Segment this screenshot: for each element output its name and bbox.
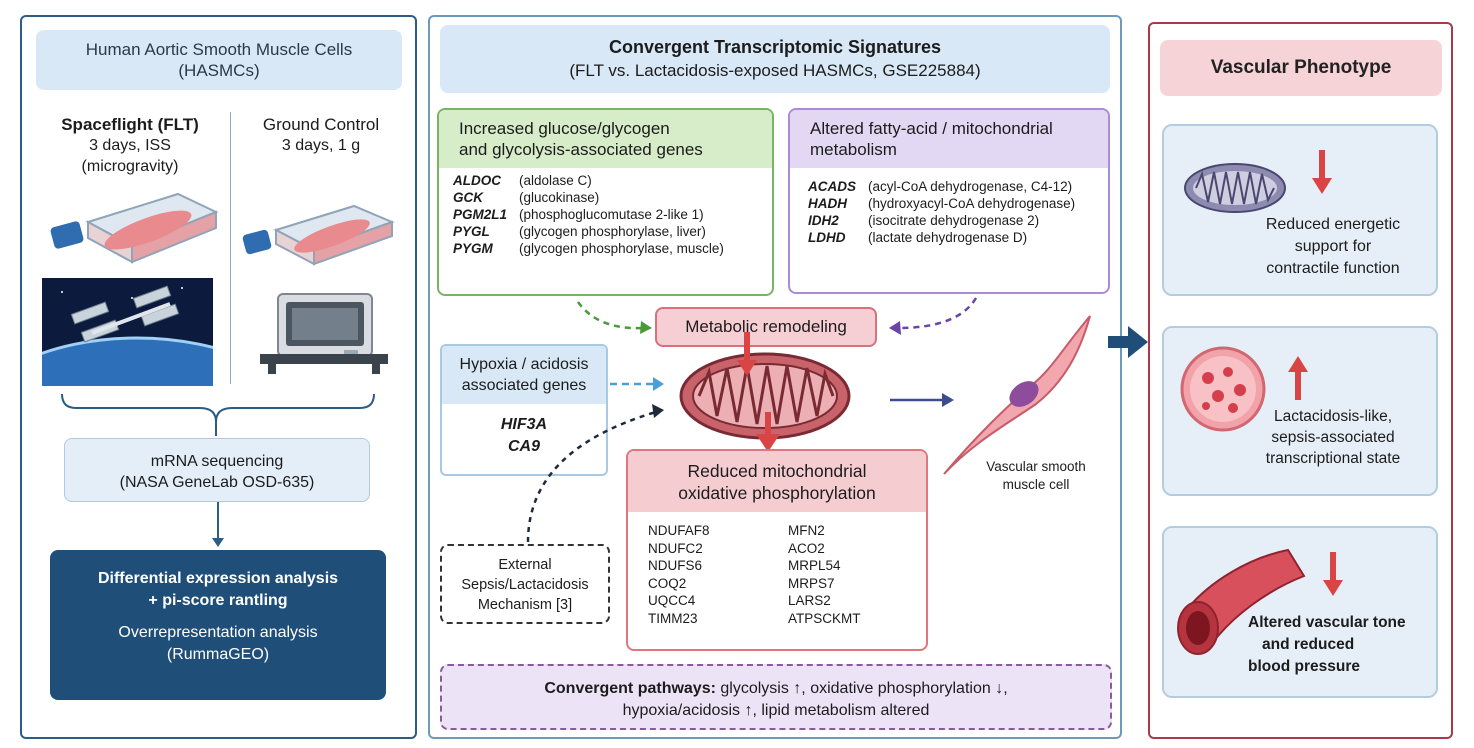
iss-earth-image [42,278,213,386]
up-arrow-icon [1288,356,1308,400]
convergent-pathways-box: Convergent pathways: glycolysis ↑, oxida… [440,664,1112,730]
smooth-muscle-cell-icon [943,315,1091,475]
middle-connectors [526,297,1118,543]
fatty-acid-genes: ACADS(acyl-CoA dehydrogenase, C4-12) HAD… [808,178,1075,246]
ground-title: Ground Control [262,115,380,134]
gene-row: PYGL(glycogen phosphorylase, liver) [453,224,706,239]
oxphos-title: Reduced mitochondrial oxidative phosphor… [628,451,926,512]
phenotype-text-lactate: Lactacidosis-like, sepsis-associated tra… [1265,408,1401,467]
flt-title: Spaceflight (FLT) [61,115,199,134]
arrow-down-icon [212,502,224,547]
middle-header: Convergent Transcriptomic Signatures (FL… [440,25,1110,93]
gene-row: PYGM(glycogen phosphorylase, muscle) [453,241,724,256]
oxphos-box: Reduced mitochondrial oxidative phosphor… [626,449,928,651]
glycolysis-genes: ALDOC(aldolase C) GCK(glucokinase) PGM2L… [453,172,724,257]
phenotype-card-energy [1162,124,1438,296]
mitochondrion-icon [679,352,851,440]
ground-label: Ground Control 3 days, 1 g [236,114,406,156]
phenotype-text-energy: Reduced energetic support for contractil… [1265,216,1401,277]
bracket-connector [61,393,375,436]
red-down-arrow-icon [737,332,757,376]
metabolic-remodeling-box: Metabolic remodeling [655,307,877,347]
gene-row: PGM2L1(phosphoglucomutase 2-like 1) [453,207,704,222]
gene-row: HADH(hydroxyacyl-CoA dehydrogenase) [808,196,1076,211]
big-right-arrow-icon [1108,326,1148,358]
mitochondrion-icon [1184,163,1286,213]
phenotype-text-pressure: Altered vascular tone and reduced blood … [1248,614,1406,675]
hypoxia-box: Hypoxia / acidosis associated genes HIF3… [440,344,608,476]
flt-flask-icon [50,192,219,264]
flt-label: Spaceflight (FLT) 3 days, ISS (micrograv… [40,114,220,177]
hypoxia-genes: HIF3A CA9 [500,416,548,455]
middle-title: Convergent Transcriptomic Signatures [608,37,942,57]
red-down-arrow-icon [756,412,780,452]
incubator-icon [260,293,388,374]
fatty-acid-title: Altered fatty-acid / mitochondrial metab… [790,110,1108,168]
oxphos-genes: NDUFAF8 NDUFC2 NDUFS6 COQ2 UQCC4 TIMM23 … [648,523,861,626]
blood-vessel-icon [1177,548,1306,655]
fatty-acid-box: Altered fatty-acid / mitochondrial metab… [788,108,1110,294]
gene-row: ACADS(acyl-CoA dehydrogenase, C4-12) [808,179,1073,194]
right-title: Vascular Phenotype [1160,40,1442,96]
gene-row: ALDOC(aldolase C) [453,173,592,188]
hypoxia-title: Hypoxia / acidosis associated genes [442,346,606,404]
cell-type-header: Human Aortic Smooth Muscle Cells (HASMCs… [36,30,402,90]
blood-cell-icon [1180,346,1266,432]
gene-row: LDHD(lactate dehydrogenase D) [808,230,1028,245]
external-mechanism-box: External Sepsis/Lactacidosis Mechanism [… [440,544,610,624]
down-arrow-icon [1323,552,1343,596]
glycolysis-box: Increased glucose/glycogen and glycolysi… [437,108,774,296]
down-arrow-icon [1312,150,1332,194]
middle-subtitle: (FLT vs. Lactacidosis-exposed HASMCs, GS… [569,61,981,80]
analysis-box: Differential expression analysis + pi-sc… [50,550,386,700]
glycolysis-title: Increased glucose/glycogen and glycolysi… [439,110,772,168]
vsmc-label: Vascular smooth muscle cell [986,459,1086,492]
gene-row: GCK(glucokinase) [453,190,600,205]
divider [230,112,231,384]
gene-row: IDH2(isocitrate dehydrogenase 2) [808,213,1040,228]
ground-flask-icon [242,204,395,266]
mrna-seq-box: mRNA sequencing (NASA GeneLab OSD-635) [64,438,370,502]
